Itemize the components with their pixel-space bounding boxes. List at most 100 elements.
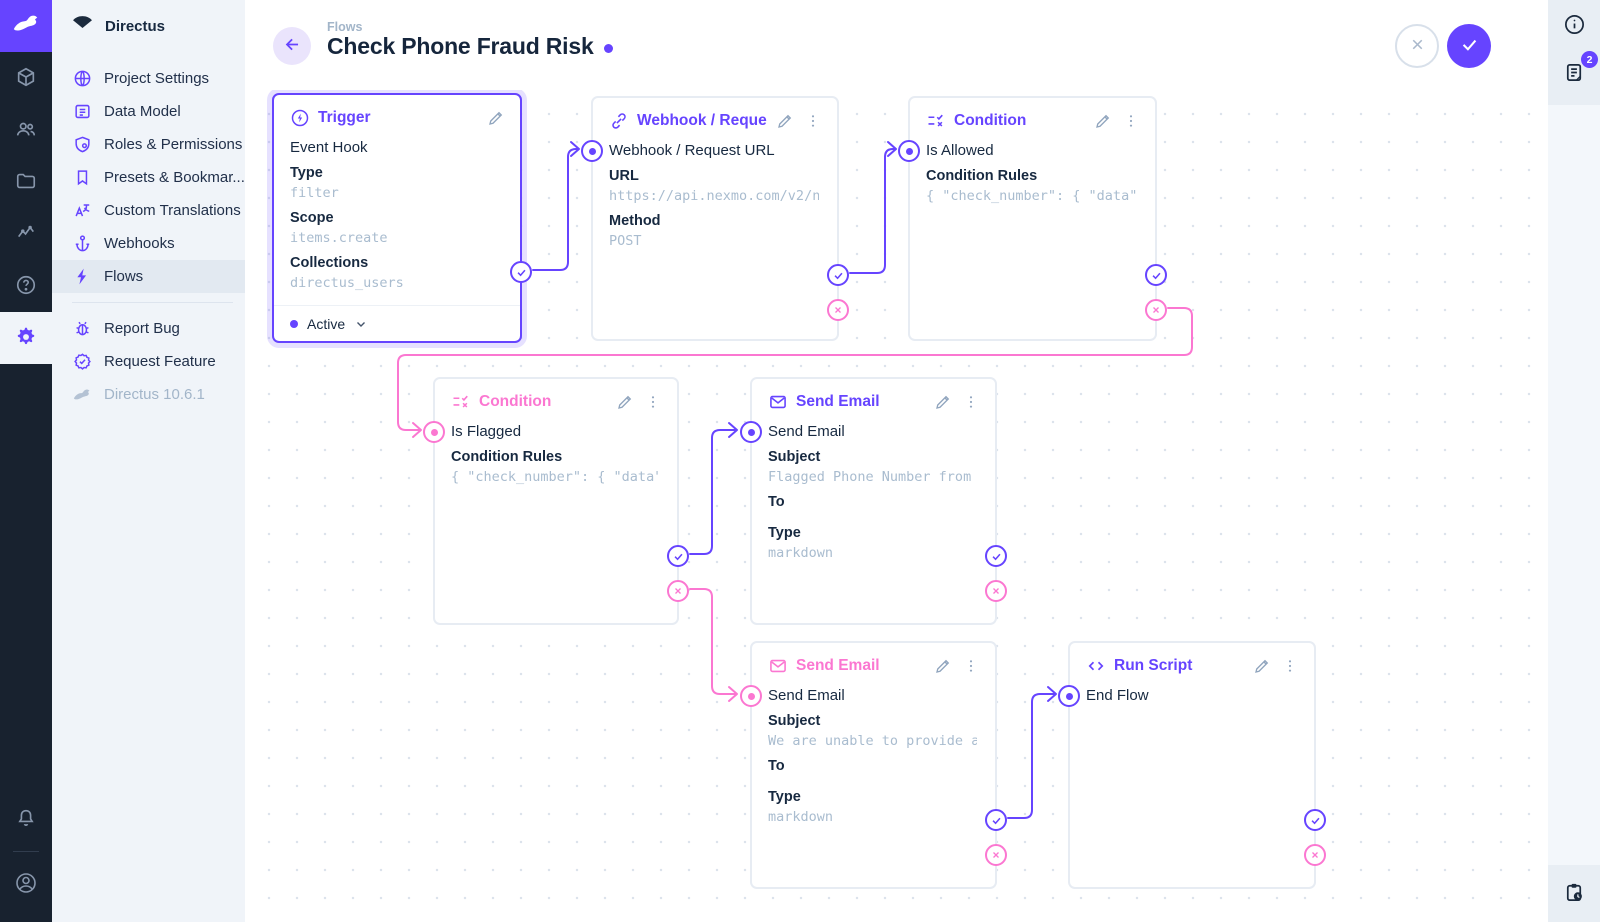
flow-panel-webhook[interactable]: Webhook / Request U Webhook / Request UR… [581, 96, 849, 341]
clipboard-clock-icon [1563, 881, 1586, 907]
flow-panel-condition-allowed[interactable]: Condition Is Allowed Condition Rules{ "c… [898, 96, 1167, 341]
kebab-menu-icon[interactable] [961, 392, 981, 412]
connector-input[interactable] [898, 140, 920, 162]
version-label: Directus 10.6.1 [104, 386, 205, 403]
connector-reject[interactable] [985, 844, 1007, 866]
flow-panel-condition-flagged[interactable]: Condition Is Flagged Condition Rules{ "c… [423, 377, 689, 625]
notifications-bell-button[interactable] [0, 793, 52, 845]
field-value: directus_users [290, 275, 404, 291]
kebab-menu-icon[interactable] [1121, 111, 1141, 131]
field-value: Flagged Phone Number from … [768, 469, 977, 485]
module-files[interactable] [0, 156, 52, 208]
connector-input[interactable] [423, 421, 445, 443]
connector-input[interactable] [1058, 685, 1080, 707]
sidebar-item-report-bug[interactable]: Report Bug [52, 312, 245, 345]
connector-resolve[interactable] [827, 264, 849, 286]
rabbit-icon [11, 9, 41, 44]
sidebar-item-custom-translations[interactable]: Custom Translations [52, 194, 245, 227]
connector-resolve[interactable] [1145, 264, 1167, 286]
sidebar-divider [72, 302, 233, 303]
connector-resolve[interactable] [985, 809, 1007, 831]
connector-reject[interactable] [1145, 299, 1167, 321]
trigger-status-toggle[interactable]: Active [274, 305, 520, 341]
connector-input[interactable] [740, 421, 762, 443]
field-value: https://api.nexmo.com/v2/ni [609, 188, 819, 204]
mail-icon [768, 392, 788, 412]
sidebar-item-data-model[interactable]: Data Model [52, 95, 245, 128]
bolt-icon [72, 267, 92, 287]
field-label: Condition Rules [926, 168, 1038, 184]
panel-title: Trigger [318, 109, 371, 126]
sidebar-item-flows[interactable]: Flows [52, 260, 245, 293]
sidebar-footer-list: Report Bug Request Feature [52, 312, 245, 378]
connector-input[interactable] [740, 685, 762, 707]
sidebar-item-request-feature[interactable]: Request Feature [52, 345, 245, 378]
edit-pencil-icon[interactable] [1252, 656, 1272, 676]
flow-panel-run-script[interactable]: Run Script End Flow [1058, 641, 1326, 889]
sidebar-item-label: Webhooks [104, 235, 175, 252]
edit-pencil-icon[interactable] [933, 392, 953, 412]
edit-pencil-icon[interactable] [615, 392, 635, 412]
module-bar [0, 0, 52, 922]
kebab-menu-icon[interactable] [643, 392, 663, 412]
kebab-menu-icon[interactable] [803, 111, 823, 131]
connector-reject[interactable] [667, 580, 689, 602]
edit-pencil-icon[interactable] [775, 111, 795, 131]
logs-clock-button[interactable] [1554, 874, 1594, 914]
field-value: { "check_number": { "data"… [451, 469, 659, 485]
connector-resolve[interactable] [985, 545, 1007, 567]
rabbit-icon-gray [72, 385, 92, 405]
bell-icon [15, 807, 37, 832]
module-insights[interactable] [0, 208, 52, 260]
sidebar-item-webhooks[interactable]: Webhooks [52, 227, 245, 260]
edit-pencil-icon[interactable] [486, 108, 506, 128]
sidebar-item-roles-permissions[interactable]: Roles & Permissions [52, 128, 245, 161]
connector-reject[interactable] [985, 580, 1007, 602]
connector-resolve[interactable] [667, 545, 689, 567]
user-avatar-button[interactable] [0, 858, 52, 910]
bug-icon [72, 319, 92, 339]
cancel-button[interactable] [1395, 24, 1439, 68]
wire-trigger-to-webhook [532, 148, 579, 271]
activity-log-button[interactable]: 2 [1554, 51, 1598, 94]
sidebar-item-presets-bookmarks[interactable]: Presets & Bookmar... [52, 161, 245, 194]
edit-pencil-icon[interactable] [1093, 111, 1113, 131]
panel-name: Is Allowed [926, 142, 994, 159]
kebab-menu-icon[interactable] [1280, 656, 1300, 676]
users-icon [15, 118, 37, 143]
module-users[interactable] [0, 104, 52, 156]
connector-reject[interactable] [1304, 844, 1326, 866]
sidebar-item-label: Presets & Bookmar... [104, 169, 245, 186]
connector-input[interactable] [581, 140, 603, 162]
sidebar-item-project-settings[interactable]: Project Settings [52, 62, 245, 95]
back-button[interactable] [273, 27, 311, 65]
connector-reject[interactable] [827, 299, 849, 321]
right-sidebar-bottom [1548, 865, 1600, 922]
field-value [768, 513, 977, 518]
project-header[interactable]: Directus [52, 0, 245, 52]
code-icon [1086, 656, 1106, 676]
field-label: Subject [768, 449, 821, 465]
field-label: Type [768, 525, 801, 541]
directus-logo[interactable] [0, 0, 52, 52]
shield-icon [72, 135, 92, 155]
info-button[interactable] [1554, 6, 1594, 46]
module-help[interactable] [0, 260, 52, 312]
breadcrumb[interactable]: Flows [327, 20, 363, 34]
panel-name: Send Email [768, 687, 845, 704]
module-content[interactable] [0, 52, 52, 104]
bookmark-icon [72, 168, 92, 188]
nav-sidebar: Directus Project Settings Data Model Rol… [52, 0, 245, 922]
connector-resolve[interactable] [1304, 809, 1326, 831]
kebab-menu-icon[interactable] [961, 656, 981, 676]
edit-pencil-icon[interactable] [933, 656, 953, 676]
save-button[interactable] [1447, 24, 1491, 68]
module-settings[interactable] [0, 312, 52, 364]
connector-resolve[interactable] [510, 261, 532, 283]
panel-title: Condition [479, 393, 552, 410]
field-label: URL [609, 168, 639, 184]
